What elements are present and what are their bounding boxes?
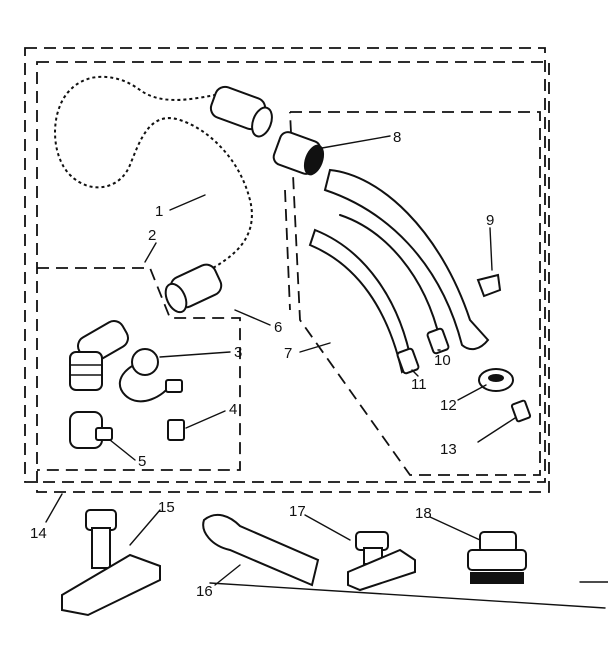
callout-5: 5 (138, 453, 146, 470)
callout-2: 2 (148, 227, 156, 244)
callout-10: 10 (434, 352, 451, 369)
small-clip-part (476, 273, 502, 298)
callout-1: 1 (155, 203, 163, 220)
upholstery-tool-part (347, 531, 416, 592)
callout-3: 3 (234, 344, 242, 361)
small-piece-part (510, 399, 532, 423)
swivel-part (69, 320, 129, 391)
callout-14: 14 (30, 525, 47, 542)
coupling-part (272, 131, 325, 176)
callout-15: 15 (158, 499, 175, 516)
assembly-outline (24, 47, 550, 493)
callout-6: 6 (274, 319, 282, 336)
hose-part (50, 71, 273, 314)
callout-labels: 1 2 3 4 5 6 7 8 9 10 11 12 13 14 15 16 1… (30, 129, 494, 600)
callout-17: 17 (289, 503, 306, 520)
callout-8: 8 (393, 129, 401, 146)
callout-11: 11 (411, 376, 427, 393)
dusting-brush-part (467, 531, 527, 584)
callout-7: 7 (284, 345, 292, 362)
callout-18: 18 (415, 505, 432, 522)
callout-9: 9 (486, 212, 494, 229)
crevice-tool-part (202, 513, 320, 587)
callout-16: 16 (196, 583, 213, 600)
wand-part (308, 168, 490, 375)
end-piece-part (69, 411, 113, 449)
callout-12: 12 (440, 397, 457, 414)
knob-part (478, 368, 514, 392)
floor-tool-part (61, 509, 161, 617)
clip-part (167, 419, 185, 441)
callout-13: 13 (440, 441, 457, 458)
callout-4: 4 (229, 401, 237, 418)
leader-lines (45, 135, 516, 586)
cord-part (118, 348, 183, 403)
